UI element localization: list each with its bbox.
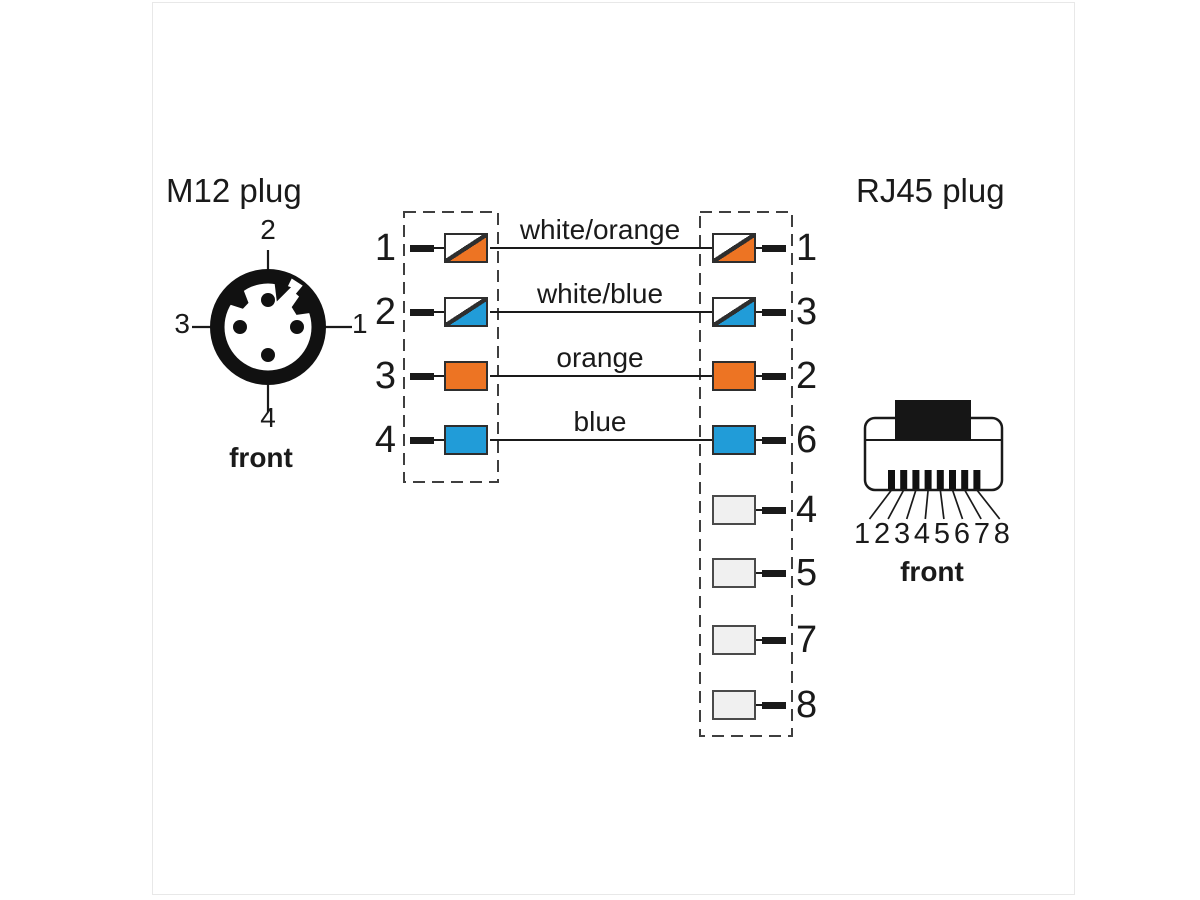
m12-terminal-row-4: 4 xyxy=(366,421,492,459)
terminal-lead xyxy=(756,375,762,378)
terminal-box-orange xyxy=(712,361,756,391)
m12-terminal-row-2: 2 xyxy=(366,293,492,331)
terminal-box-white-orange xyxy=(712,233,756,263)
rj45-pin-number-row: 1 2 3 4 5 6 7 8 xyxy=(854,519,1010,549)
m12-connector-front-icon xyxy=(192,250,352,412)
terminal-lead xyxy=(756,639,762,642)
terminal-stub xyxy=(410,244,434,252)
rj45-pin-number: 4 xyxy=(913,518,931,550)
rj45-pin-number: 3 xyxy=(893,518,911,550)
terminal-lead xyxy=(434,311,444,314)
wire-orange xyxy=(490,374,712,378)
m12-pin-number: 3 xyxy=(374,355,396,397)
terminal-stub xyxy=(762,372,786,380)
terminal-lead xyxy=(756,704,762,707)
terminal-lead xyxy=(756,572,762,575)
terminal-stub xyxy=(762,569,786,577)
rj45-terminal-row-2: 2 xyxy=(712,357,832,395)
terminal-box-orange xyxy=(444,361,488,391)
terminal-lead xyxy=(756,439,762,442)
m12-pin-1-dot xyxy=(290,320,304,334)
rj45-pin-number: 1 xyxy=(796,227,818,269)
m12-pin-number: 4 xyxy=(374,419,396,461)
rj45-pin-number: 8 xyxy=(796,684,818,726)
rj45-pin-number: 3 xyxy=(796,291,818,333)
terminal-box-blue xyxy=(444,425,488,455)
terminal-stub xyxy=(762,701,786,709)
terminal-box-white-blue xyxy=(712,297,756,327)
m12-terminal-row-1: 1 xyxy=(366,229,492,267)
terminal-box-unused xyxy=(712,495,756,525)
m12-front-label: front xyxy=(229,442,293,473)
m12-pin-3-dot xyxy=(233,320,247,334)
terminal-stub xyxy=(762,436,786,444)
wire-blue xyxy=(490,438,712,442)
rj45-plug-title: RJ45 plug xyxy=(856,172,1005,209)
terminal-lead xyxy=(434,439,444,442)
rj45-terminal-row-4-unused: 4 xyxy=(712,491,832,529)
terminal-stub xyxy=(410,436,434,444)
terminal-stub xyxy=(762,308,786,316)
terminal-box-unused xyxy=(712,690,756,720)
rj45-terminal-row-7-unused: 7 xyxy=(712,621,832,659)
terminal-lead xyxy=(434,247,444,250)
rj45-pin-number: 7 xyxy=(796,619,818,661)
rj45-terminal-row-1: 1 xyxy=(712,229,832,267)
wire-label-white-blue: white/blue xyxy=(536,278,664,309)
terminal-stub xyxy=(762,244,786,252)
terminal-box-white-blue xyxy=(444,297,488,327)
terminal-lead xyxy=(756,247,762,250)
rj45-pin-number: 5 xyxy=(796,552,818,594)
rj45-pin-number: 8 xyxy=(993,518,1010,550)
m12-pin-label-left: 3 xyxy=(174,308,190,339)
rj45-terminal-row-5-unused: 5 xyxy=(712,554,832,592)
terminal-stub xyxy=(762,636,786,644)
wire-label-orange: orange xyxy=(556,342,644,373)
wire-label-white-orange: white/orange xyxy=(519,214,681,245)
rj45-terminal-row-6: 6 xyxy=(712,421,832,459)
rj45-pin-number: 7 xyxy=(973,518,990,550)
rj45-pin-number: 5 xyxy=(933,518,951,550)
m12-pin-2-dot xyxy=(261,293,275,307)
terminal-stub xyxy=(410,372,434,380)
m12-terminal-row-3: 3 xyxy=(366,357,492,395)
terminal-lead xyxy=(756,509,762,512)
terminal-stub xyxy=(410,308,434,316)
m12-pin-number: 2 xyxy=(374,291,396,333)
m12-pin-label-right: 1 xyxy=(352,308,368,339)
terminal-box-white-orange xyxy=(444,233,488,263)
terminal-stub xyxy=(762,506,786,514)
m12-pin-label-bottom: 4 xyxy=(260,402,276,433)
rj45-front-label: front xyxy=(900,556,964,587)
rj45-pin-number: 6 xyxy=(953,518,970,550)
rj45-pin-number: 2 xyxy=(873,518,891,550)
rj45-pin-number: 1 xyxy=(854,518,871,550)
terminal-box-unused xyxy=(712,625,756,655)
rj45-terminal-row-8-unused: 8 xyxy=(712,686,832,724)
rj45-pin-number: 2 xyxy=(796,355,818,397)
terminal-box-unused xyxy=(712,558,756,588)
m12-terminal-group-outline xyxy=(403,211,499,483)
m12-pin-label-top: 2 xyxy=(260,214,276,245)
rj45-terminal-row-3: 3 xyxy=(712,293,832,331)
rj45-connector-front-icon xyxy=(863,400,1004,520)
rj45-pin-number: 6 xyxy=(796,419,818,461)
image-border xyxy=(152,2,1075,895)
rj45-pin-number: 4 xyxy=(796,489,818,531)
m12-pin-4-dot xyxy=(261,348,275,362)
m12-plug-title: M12 plug xyxy=(166,172,302,209)
terminal-lead xyxy=(434,375,444,378)
m12-pin-number: 1 xyxy=(374,227,396,269)
wire-white-orange xyxy=(490,246,712,250)
wire-white-blue xyxy=(490,310,712,314)
wire-label-blue: blue xyxy=(573,406,627,437)
terminal-box-blue xyxy=(712,425,756,455)
rj45-terminal-group-outline xyxy=(699,211,793,737)
terminal-lead xyxy=(756,311,762,314)
